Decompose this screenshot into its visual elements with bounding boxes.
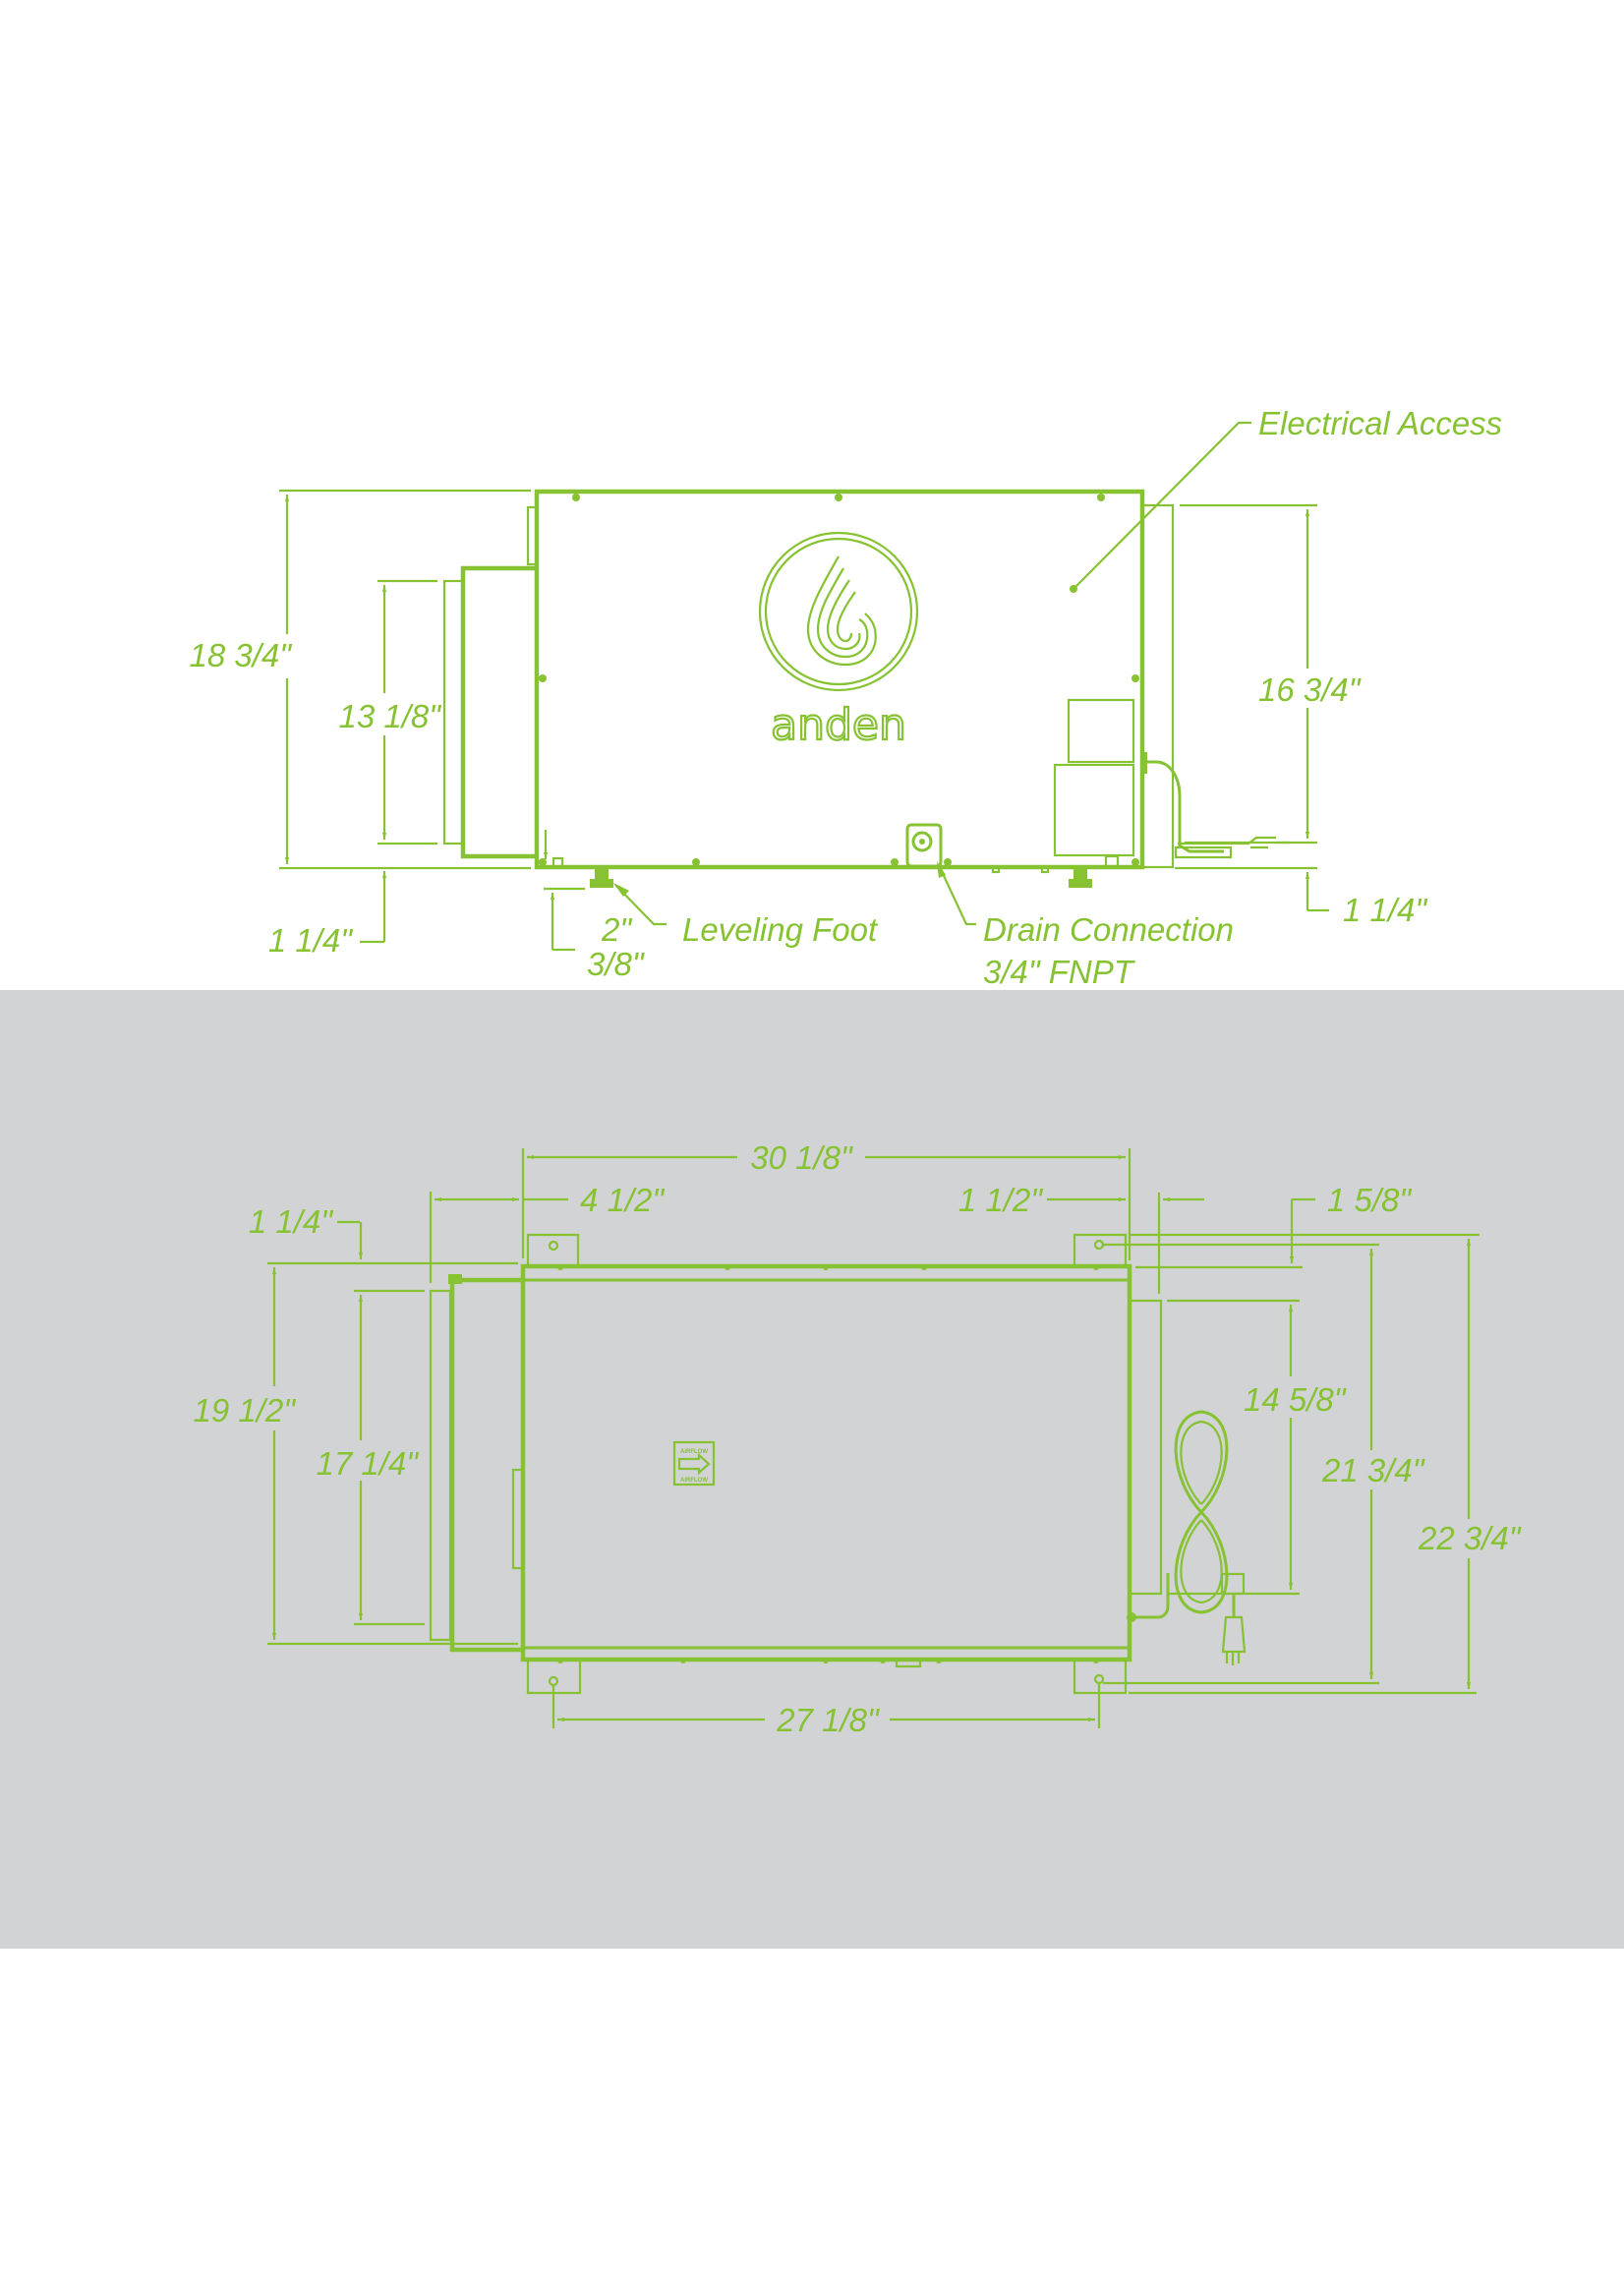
mounting-brackets (526, 1233, 1128, 1695)
callout-leveling-foot: Leveling Foot (613, 883, 879, 948)
top-left-filter (429, 1289, 452, 1642)
sticker-bottom-text: AIRFLOW (680, 1478, 708, 1484)
label-overall-width: 30 1/8" (750, 1139, 853, 1176)
dim-right-bottom-offset: 1 1/4" (1175, 866, 1427, 928)
dim-left-bottom-offset: 1 1/4" (268, 871, 387, 959)
arrow-right-icon (677, 1452, 711, 1476)
bottom-bracket-right (1104, 854, 1120, 869)
leveling-feet (590, 869, 1092, 888)
anden-logo: anden (758, 531, 919, 751)
label-right-overhang: 1 1/2" (958, 1182, 1043, 1218)
label-drain-spec: 3/4" FNPT (983, 954, 1136, 990)
label-electrical-access: Electrical Access (1258, 405, 1502, 441)
label-top-offset-left: 1 1/4" (249, 1203, 333, 1240)
top-view: AIRFLOW AIRFLOW 30 1/8" (194, 1139, 1522, 1738)
dim-top-offset-left: 1 1/4" (249, 1203, 518, 1265)
logo-outer-ring (758, 531, 919, 692)
top-hinge (511, 1468, 525, 1570)
label-bolt-hole-spacing: 27 1/8" (776, 1702, 880, 1738)
dim-bolt-hole-depth: 21 3/4" (1103, 1243, 1425, 1685)
dim-overall-height: 18 3/4" (190, 489, 531, 870)
label-overall-height: 18 3/4" (190, 637, 293, 673)
label-foot-clearance: 3/8" (587, 946, 645, 982)
callout-drain-connection: Drain Connection 3/4" FNPT (937, 861, 1234, 990)
dim-left-panel-depth: 17 1/4" (317, 1289, 425, 1626)
label-left-panel-depth: 17 1/4" (317, 1445, 420, 1482)
dim-bracket-depth: 22 3/4" (1129, 1239, 1522, 1695)
front-left-panel (460, 565, 537, 859)
label-right-panel-height: 16 3/4" (1258, 671, 1362, 708)
sticker-top-text: AIRFLOW (680, 1449, 708, 1455)
dim-right-panel-depth: 14 5/8" (1167, 1299, 1347, 1596)
top-left-panel (449, 1277, 523, 1653)
electrical-box-lower (1053, 763, 1135, 857)
label-foot-height: 2" (601, 911, 632, 948)
front-left-filter (442, 579, 465, 845)
water-drop-icon (806, 555, 877, 667)
top-cabinet-outline (520, 1263, 1132, 1662)
label-drain-connection: Drain Connection (983, 911, 1234, 948)
dim-overall-width: 30 1/8" (521, 1139, 1131, 1260)
brand-wordmark: anden (771, 700, 906, 750)
label-left-overhang: 4 1/2" (580, 1182, 665, 1218)
drain-connection-fitting (905, 823, 943, 868)
label-right-panel-depth: 14 5/8" (1244, 1381, 1347, 1418)
electrical-box-upper (1067, 698, 1135, 764)
front-right-panel (1140, 503, 1175, 869)
airflow-sticker: AIRFLOW AIRFLOW (672, 1440, 716, 1487)
power-plug-icon (1221, 1615, 1247, 1665)
callout-electrical-access: Electrical Access (1073, 405, 1502, 590)
dim-leveling-foot: 2" 3/8" (543, 830, 645, 982)
label-bracket-depth: 22 3/4" (1418, 1520, 1522, 1556)
front-cabinet-outline (534, 489, 1145, 870)
label-top-offset-right: 1 5/8" (1327, 1182, 1412, 1218)
front-view: anden (190, 405, 1503, 990)
label-overall-depth: 19 1/2" (194, 1392, 297, 1429)
front-screws (539, 494, 1139, 866)
label-leveling-foot: Leveling Foot (682, 911, 879, 948)
top-view-background-band (0, 990, 1624, 1949)
top-right-panel (1128, 1299, 1163, 1596)
dim-right-overhang: 1 1/2" (958, 1182, 1204, 1294)
power-cord-coil (1127, 1410, 1247, 1665)
dim-left-overhang: 4 1/2" (429, 1182, 665, 1283)
top-edge-fasteners (557, 1264, 1099, 1668)
logo-inner-ring (764, 537, 913, 686)
dim-side-panel-height: 13 1/8" (339, 579, 442, 845)
dim-top-offset-right: 1 5/8" (1131, 1182, 1479, 1269)
label-left-bottom-offset: 1 1/4" (268, 922, 353, 959)
front-hinge-plate (526, 505, 539, 566)
dim-right-panel-height: 16 3/4" (1180, 503, 1362, 845)
label-side-panel-height: 13 1/8" (339, 698, 442, 734)
label-bolt-hole-depth: 21 3/4" (1321, 1452, 1425, 1488)
dim-bolt-hole-spacing: 27 1/8" (551, 1683, 1101, 1738)
bottom-bracket-left (551, 856, 564, 869)
dim-overall-depth: 19 1/2" (194, 1267, 518, 1646)
label-right-bottom-offset: 1 1/4" (1343, 892, 1427, 928)
